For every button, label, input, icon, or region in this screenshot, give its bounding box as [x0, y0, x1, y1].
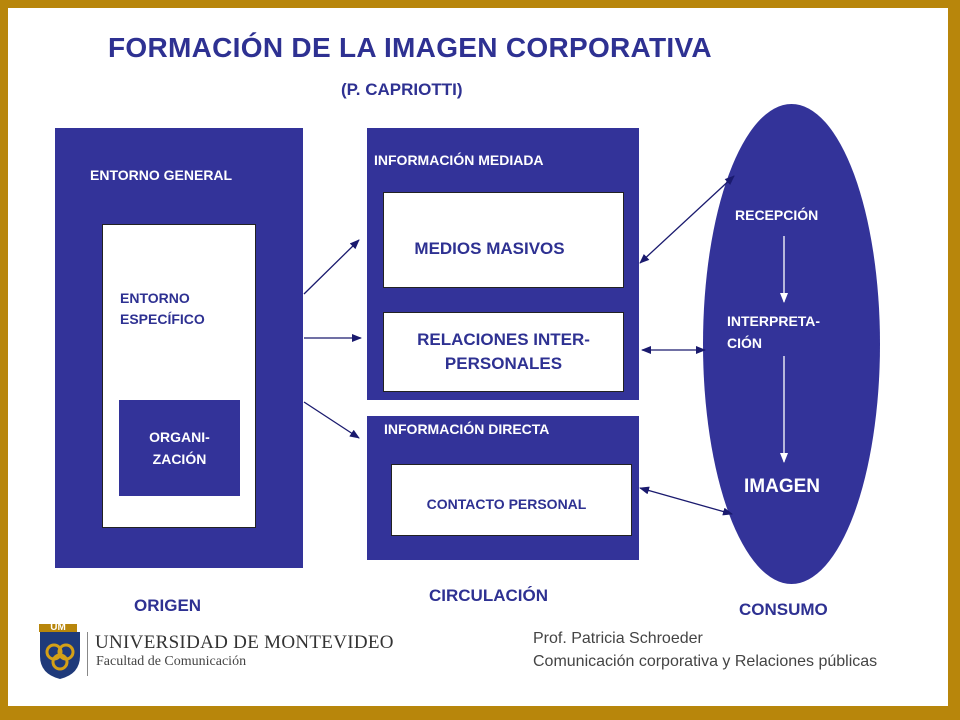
origin-caption: ORIGEN	[134, 596, 202, 615]
general-environment-label: ENTORNO GENERAL	[90, 167, 233, 183]
logo-mark-text: UM	[39, 623, 77, 633]
interpersonal-line2: PERSONALES	[444, 354, 563, 373]
mass-media-box: MEDIOS MASIVOS	[383, 192, 624, 288]
university-shield-icon	[40, 632, 80, 679]
interpretation-line1: INTERPRETA-	[727, 313, 821, 329]
arrow-mass-media-reception	[639, 175, 735, 264]
origin-to-circulation-arrows	[303, 239, 362, 439]
organization-line1: ORGANI-	[149, 429, 210, 445]
university-name: UNIVERSIDAD DE MONTEVIDEO	[95, 632, 394, 653]
arrow-to-mass-media	[303, 239, 360, 295]
personal-contact-box: CONTACTO PERSONAL	[391, 464, 632, 536]
organization-box: ORGANI- ZACIÓN	[119, 400, 240, 496]
page-title: FORMACIÓN DE LA IMAGEN CORPORATIVA	[108, 32, 712, 63]
specific-environment-line2: ESPECÍFICO	[120, 311, 205, 327]
mediated-information-label: INFORMACIÓN MEDIADA	[374, 152, 544, 168]
specific-environment-line1: ENTORNO	[120, 290, 190, 306]
consumption-caption: CONSUMO	[739, 600, 828, 619]
university-logo: UM UNIVERSIDAD DE MONTEVIDEO Facultad de…	[39, 623, 394, 680]
mass-media-label: MEDIOS MASIVOS	[414, 239, 565, 258]
circulation-caption: CIRCULACIÓN	[429, 586, 548, 605]
reception-label: RECEPCIÓN	[735, 207, 819, 223]
circulation-to-consumption-arrows	[639, 175, 735, 516]
faculty-name: Facultad de Comunicación	[96, 654, 247, 669]
interpretation-label: INTERPRETA- CIÓN	[727, 310, 820, 354]
specific-environment-label: ENTORNO ESPECÍFICO	[120, 288, 205, 330]
personal-contact-label: CONTACTO PERSONAL	[426, 496, 587, 512]
footer-course: Comunicación corporativa y Relaciones pú…	[533, 653, 878, 670]
interpersonal-line1: RELACIONES INTER-	[417, 330, 590, 349]
interpersonal-relations-box: RELACIONES INTER- PERSONALES	[383, 312, 624, 392]
direct-information-label: INFORMACIÓN DIRECTA	[384, 421, 550, 437]
organization-line2: ZACIÓN	[152, 451, 207, 467]
logo-divider	[87, 632, 88, 676]
footer-author: Prof. Patricia Schroeder	[533, 630, 703, 647]
arrow-to-direct	[303, 401, 360, 439]
interpretation-line2: CIÓN	[727, 335, 762, 351]
page-subtitle: (P. CAPRIOTTI)	[341, 80, 463, 99]
arrow-contact-image	[639, 486, 733, 516]
image-label: IMAGEN	[744, 476, 820, 497]
